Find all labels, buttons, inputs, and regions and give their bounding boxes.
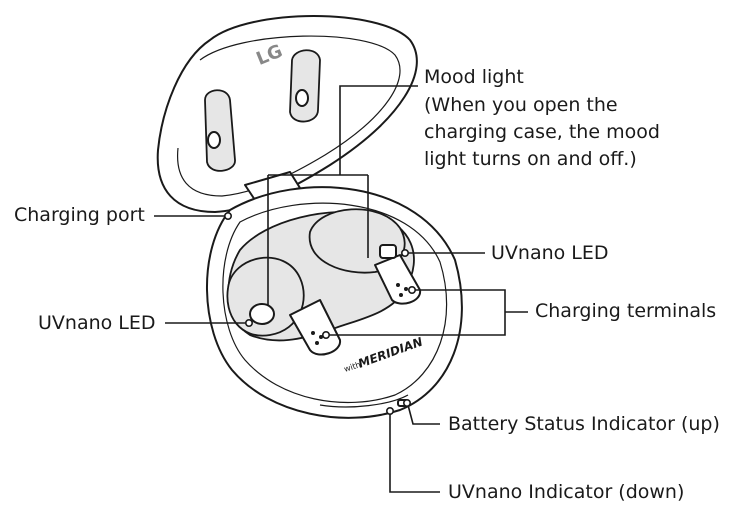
label-uvnano-led-right: UVnano LED (491, 242, 609, 264)
charging-stem-left (289, 299, 342, 356)
leader-lines (154, 85, 528, 493)
label-uvnano-indicator: UVnano Indicator (down) (448, 481, 685, 503)
label-battery-status-indicator: Battery Status Indicator (up) (448, 413, 720, 435)
label-charging-port: Charging port (14, 204, 145, 226)
label-uvnano-led-left: UVnano LED (38, 312, 156, 334)
earbud-cavity-left (226, 256, 305, 337)
label-charging-terminals: Charging terminals (535, 300, 717, 322)
label-mood-light: Mood light (424, 66, 524, 88)
label-mood-light-note-1: (When you open the (424, 94, 618, 116)
label-mood-light-note-3: light turns on and off.) (424, 148, 637, 170)
label-mood-light-note-2: charging case, the mood (424, 121, 660, 143)
case-lid: LG (156, 15, 418, 213)
uvnano-led-left-window (249, 303, 275, 325)
lid-recess-right (289, 49, 321, 123)
case-base: with MERIDIAN (206, 186, 463, 419)
uvnano-led-right-window (379, 244, 397, 259)
lid-recess-left (204, 89, 236, 172)
